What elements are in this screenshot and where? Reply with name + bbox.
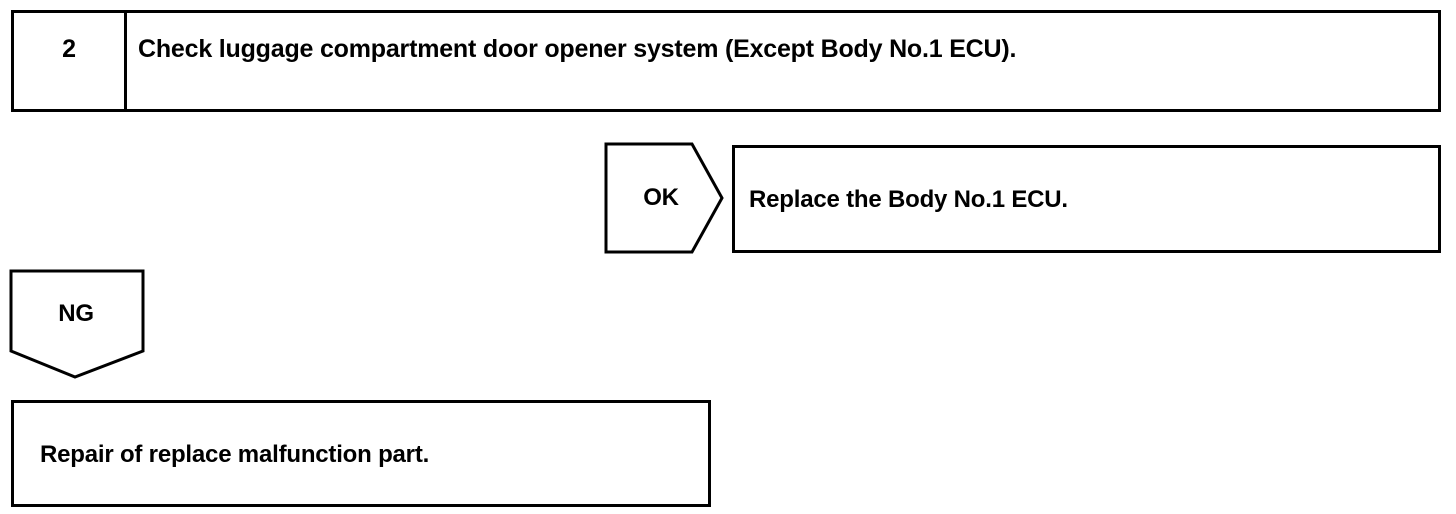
ok-arrow-tag bbox=[604, 142, 724, 254]
step-title: Check luggage compartment door opener sy… bbox=[138, 35, 1017, 63]
step-box: 2 Check luggage compartment door opener … bbox=[11, 10, 1441, 112]
step-number-divider bbox=[124, 13, 127, 109]
ng-result-text: Repair of replace malfunction part. bbox=[40, 441, 430, 468]
ok-result-text: Replace the Body No.1 ECU. bbox=[749, 186, 1068, 213]
ng-label: NG bbox=[58, 300, 94, 327]
step-number: 2 bbox=[62, 35, 76, 63]
ok-result-box: Replace the Body No.1 ECU. bbox=[732, 145, 1441, 253]
ok-label: OK bbox=[643, 184, 679, 211]
ng-result-box: Repair of replace malfunction part. bbox=[11, 400, 711, 507]
ng-arrow-tag bbox=[9, 269, 145, 379]
